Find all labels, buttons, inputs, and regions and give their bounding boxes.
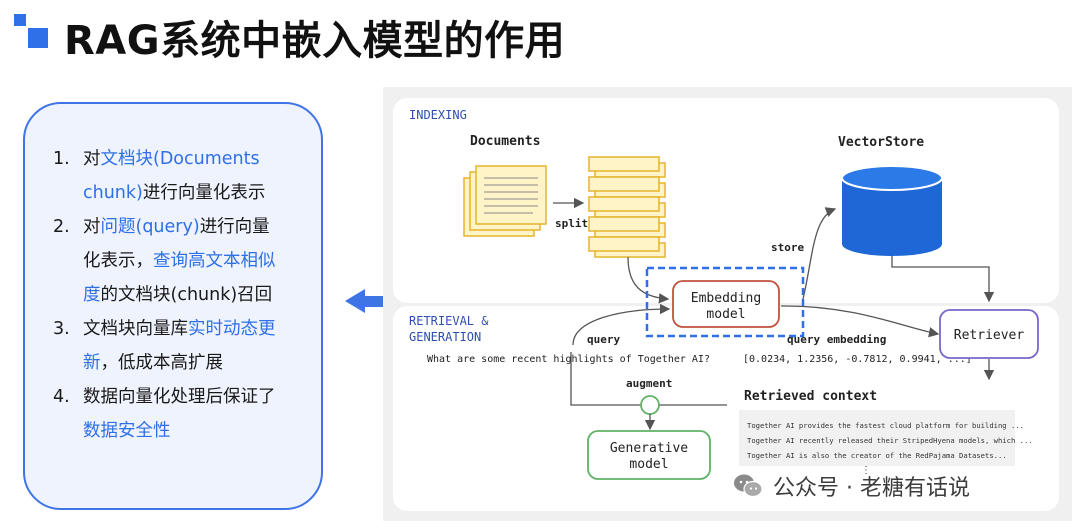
split-label: split (555, 217, 588, 230)
context-line-1: Together AI provides the fastest cloud p… (747, 421, 1024, 430)
vectorstore-label: VectorStore (838, 135, 924, 150)
generative-model-box (587, 430, 711, 480)
summary-item-line: 对文档块(Documents (83, 142, 315, 176)
summary-item-line: 文档块向量库实时动态更 (83, 312, 315, 346)
summary-text: 对 (83, 217, 101, 237)
embedding-model-box (672, 280, 780, 328)
query-to-embedding-arrow (572, 303, 671, 346)
rag-diagram-canvas: INDEXING Documents split (393, 98, 1059, 511)
embedding-label-2: model (706, 307, 745, 322)
context-line-3: Together AI is also the creator of the R… (747, 451, 1007, 460)
retrieved-context-label: Retrieved context (744, 389, 877, 404)
wechat-icon (734, 474, 763, 498)
documents-label: Documents (470, 134, 540, 149)
page-title: RAG系统中嵌入模型的作用 (64, 18, 566, 64)
summary-highlight-text: 问题(query) (100, 217, 200, 237)
left-arrow-icon (345, 289, 365, 313)
summary-text: 进行向量化表示 (142, 183, 266, 203)
augment-node (640, 395, 660, 415)
retrieved-context-box (739, 410, 1015, 466)
embedding-values: [0.0234, 1.2356, -0.7812, 0.9941, ...] (743, 354, 972, 365)
summary-highlight-text: 文档块(Documents (100, 149, 260, 169)
title-logo-icon (14, 14, 48, 48)
documents-icon (463, 165, 547, 237)
summary-item-line: 化表示，查询高文本相似 (83, 244, 315, 278)
summary-highlight-text: 新 (83, 353, 101, 373)
embedding-label-1: Embedding (691, 291, 761, 306)
chunks-icon (588, 156, 666, 258)
summary-item: 3.文档块向量库实时动态更新，低成本高扩展 (53, 312, 315, 380)
summary-highlight-text: 度 (83, 285, 101, 305)
summary-highlight-text: chunk) (83, 183, 143, 203)
embedding-to-retriever-arrow (780, 305, 940, 338)
indexing-label: INDEXING (409, 108, 467, 122)
summary-item-line: chunk)进行向量化表示 (83, 176, 315, 210)
rag-diagram: INDEXING Documents split (383, 87, 1072, 521)
retrieval-label-2: GENERATION (409, 330, 481, 344)
retriever-box (939, 309, 1039, 359)
summary-highlight-text: 查询高文本相似 (153, 251, 276, 271)
summary-text: 的文档块(chunk)召回 (100, 285, 273, 305)
summary-item-line: 数据向量化处理后保证了 (83, 380, 315, 414)
summary-item-line: 度的文档块(chunk)召回 (83, 278, 315, 312)
summary-item-line: 数据安全性 (83, 414, 315, 448)
summary-text: 数据向量化处理后保证了 (83, 387, 276, 407)
summary-item-number: 2. (53, 217, 70, 237)
summary-item-line: 对问题(query)进行向量 (83, 210, 315, 244)
retrieval-label-1: RETRIEVAL & (409, 314, 489, 328)
summary-item-number: 1. (53, 149, 70, 169)
store-arrow (802, 207, 837, 300)
store-label: store (771, 241, 804, 254)
summary-highlight-text: 数据安全性 (83, 421, 171, 441)
summary-item: 2.对问题(query)进行向量化表示，查询高文本相似度的文档块(chunk)召… (53, 210, 315, 312)
query-label: query (587, 333, 620, 346)
query-text: What are some recent highlights of Toget… (427, 354, 710, 365)
summary-text: ，低成本高扩展 (100, 353, 224, 373)
context-line-2: Together AI recently released their Stri… (747, 436, 1033, 445)
query-to-augment-line (570, 352, 641, 406)
summary-item-line: 新，低成本高扩展 (83, 346, 315, 380)
embedding-highlight (645, 266, 805, 338)
summary-text: 对 (83, 149, 101, 169)
summary-item-number: 3. (53, 319, 70, 339)
vectorstore-to-retriever-arrow (891, 256, 995, 303)
watermark: 公众号 · 老糖有话说 (733, 470, 1063, 504)
summary-highlight-text: 实时动态更 (188, 319, 276, 339)
query-embedding-label: query embedding (787, 333, 886, 346)
vectorstore-icon (841, 165, 943, 256)
augment-label: augment (626, 377, 672, 390)
summary-text: 进行向量 (199, 217, 270, 237)
context-ellipsis-icon: ⋮ (861, 465, 871, 476)
summary-text: 化表示， (83, 251, 153, 271)
watermark-text: 公众号 · 老糖有话说 (773, 476, 970, 501)
generative-label-2: model (629, 457, 668, 472)
summary-item-number: 4. (53, 387, 70, 407)
summary-text: 文档块向量库 (83, 319, 188, 339)
retriever-label: Retriever (954, 328, 1025, 343)
chunks-to-embedding-arrow (627, 256, 670, 304)
summary-item: 4. 数据向量化处理后保证了数据安全性 (53, 380, 315, 448)
generative-label-1: Generative (610, 441, 688, 456)
